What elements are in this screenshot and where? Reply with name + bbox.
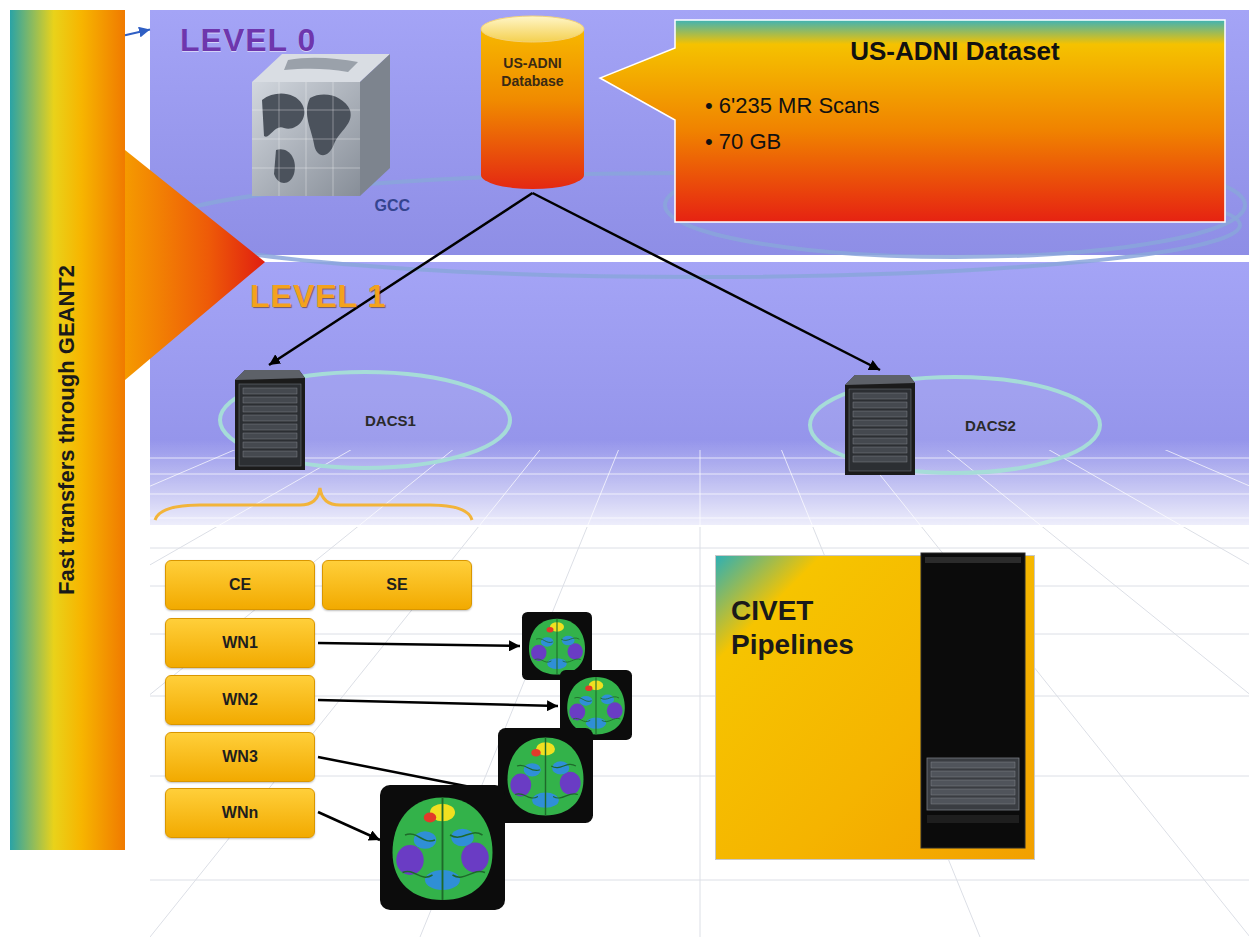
level-band-text: LEVEL 0 — [180, 22, 316, 59]
grid-centre-icon-shape — [274, 149, 295, 183]
grid-centre-icon-shape — [262, 94, 304, 137]
service-box: CE — [165, 560, 315, 610]
server-node-shape — [845, 375, 915, 475]
dataset-callout-text: • 6'235 MR Scans — [705, 93, 1205, 119]
job-arrow — [318, 812, 380, 840]
server-node: DACS2 — [805, 370, 1105, 480]
level-band-text: LEVEL 1 — [250, 278, 386, 315]
brain-image — [522, 612, 592, 680]
database-cylinder-text: US-ADNI Database — [488, 55, 577, 90]
pipeline-box-text: CIVET Pipelines — [731, 594, 916, 661]
grid-centre-icon-shape — [306, 82, 307, 196]
level-band: LEVEL 1 DACS1 DACS2 — [150, 262, 1249, 525]
pipeline-box-shape — [931, 789, 1015, 795]
server-node-shape — [805, 370, 1105, 480]
grid-centre-icon-shape — [279, 82, 280, 196]
worker-box-text: WN1 — [222, 634, 258, 652]
pipeline-box-shape — [931, 762, 1015, 768]
pipeline-box-shape — [931, 798, 1015, 804]
brain-image — [380, 785, 505, 910]
pipeline-box: CIVET Pipelines — [715, 555, 1035, 860]
level-band-ground — [150, 10, 1249, 255]
pipeline-box-shape — [931, 762, 1015, 804]
connector-arrow — [125, 30, 150, 36]
job-arrow — [318, 643, 520, 646]
dataset-callout-text: US-ADNI Dataset — [705, 36, 1205, 67]
transfer-band-text: Fast transfers through GEANT2 — [55, 265, 81, 595]
pipeline-box-shape — [927, 815, 1019, 823]
grid-centre-icon-shape — [307, 94, 351, 155]
worker-box: WN3 — [165, 732, 315, 782]
worker-box-text: WNn — [222, 804, 258, 822]
server-node: DACS1 — [215, 365, 515, 475]
grid-centre-icon-shape — [360, 54, 390, 196]
dataset-callout-text: • 70 GB — [705, 129, 1205, 155]
database-cylinder: US-ADNI Database — [480, 15, 585, 193]
worker-box-text: WN2 — [222, 691, 258, 709]
pipeline-box-shape — [927, 758, 1019, 810]
pipeline-box-shape — [925, 557, 1021, 563]
service-box: SE — [322, 560, 472, 610]
database-cylinder-shape — [480, 15, 585, 193]
dataset-callout-shape — [600, 20, 1225, 222]
service-box-text: CE — [229, 576, 251, 594]
brain-image — [498, 728, 593, 823]
grid-centre-icon-text: GCC — [374, 197, 410, 215]
worker-box: WN2 — [165, 675, 315, 725]
pipeline-box-shape — [921, 553, 1025, 848]
database-cylinder-shape — [481, 29, 584, 189]
grid-centre-icon-shape — [252, 82, 360, 196]
server-node-text: DACS2 — [965, 417, 1016, 434]
brain-image — [380, 612, 632, 910]
grid-floor — [150, 527, 1249, 937]
dataset-callout: US-ADNI Dataset • 6'235 MR Scans • 70 GB — [675, 20, 1225, 222]
pipeline-box-shape — [931, 780, 1015, 786]
group-bracket — [155, 488, 472, 520]
service-box-text: SE — [386, 576, 407, 594]
grid-centre-icon-shape — [333, 82, 334, 196]
job-arrow — [318, 700, 558, 706]
pipeline-box-shape — [931, 771, 1015, 777]
grid-floor — [150, 450, 1249, 525]
server-node-shape — [235, 370, 305, 470]
database-cylinder-shape — [481, 16, 584, 42]
level-band: LEVEL 0 GCC US-ADNI Database US-ADNI Datase… — [150, 10, 1249, 255]
pipeline-box-shape — [921, 553, 1025, 848]
grid-centre-icon-shape — [252, 82, 360, 196]
grid-centre-icon: GCC — [240, 40, 430, 225]
worker-box: WN1 — [165, 618, 315, 668]
worker-box-text: WN3 — [222, 748, 258, 766]
worker-box: WNn — [165, 788, 315, 838]
server-node-text: DACS1 — [365, 412, 416, 429]
transfer-wedge — [125, 150, 265, 380]
grid-centre-icon-shape — [284, 58, 358, 72]
transfer-band: Fast transfers through GEANT2 — [10, 10, 125, 850]
